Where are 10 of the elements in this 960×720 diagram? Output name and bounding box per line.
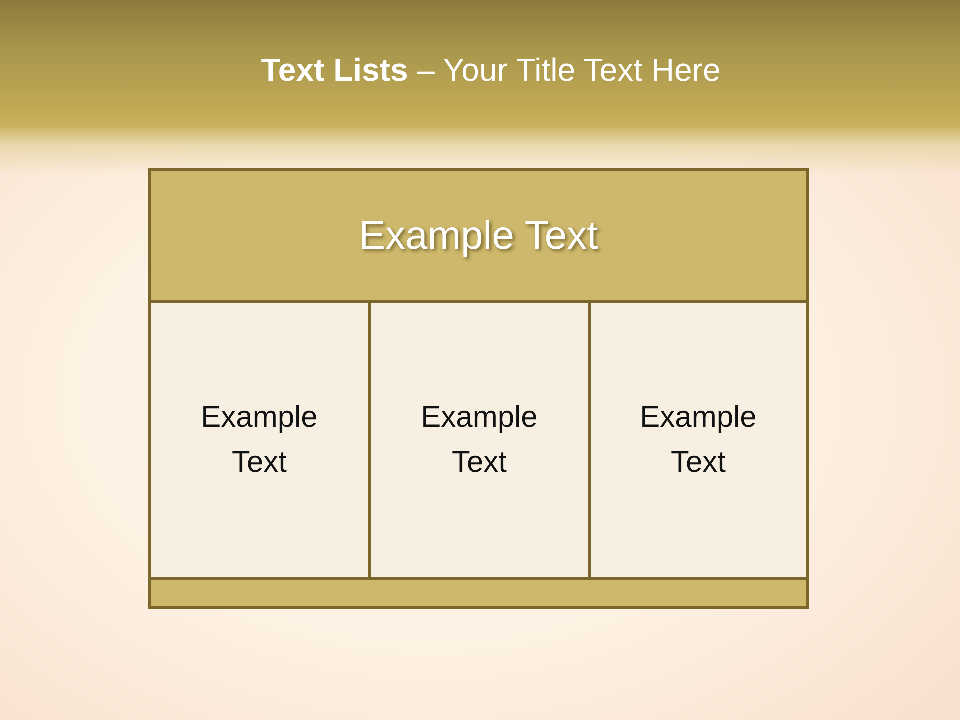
panel-text: Example Text — [420, 400, 539, 481]
panel-text: Example Text — [639, 400, 758, 481]
header-text: Example Text — [358, 212, 598, 260]
panel-text: Example Text — [200, 400, 319, 481]
footer-bar — [148, 577, 809, 609]
slide-title: Text Lists – Your Title Text Here — [260, 52, 722, 89]
header-box — [148, 168, 809, 303]
text-panel — [368, 300, 591, 580]
text-panel — [588, 300, 809, 580]
text-panel — [148, 300, 371, 580]
